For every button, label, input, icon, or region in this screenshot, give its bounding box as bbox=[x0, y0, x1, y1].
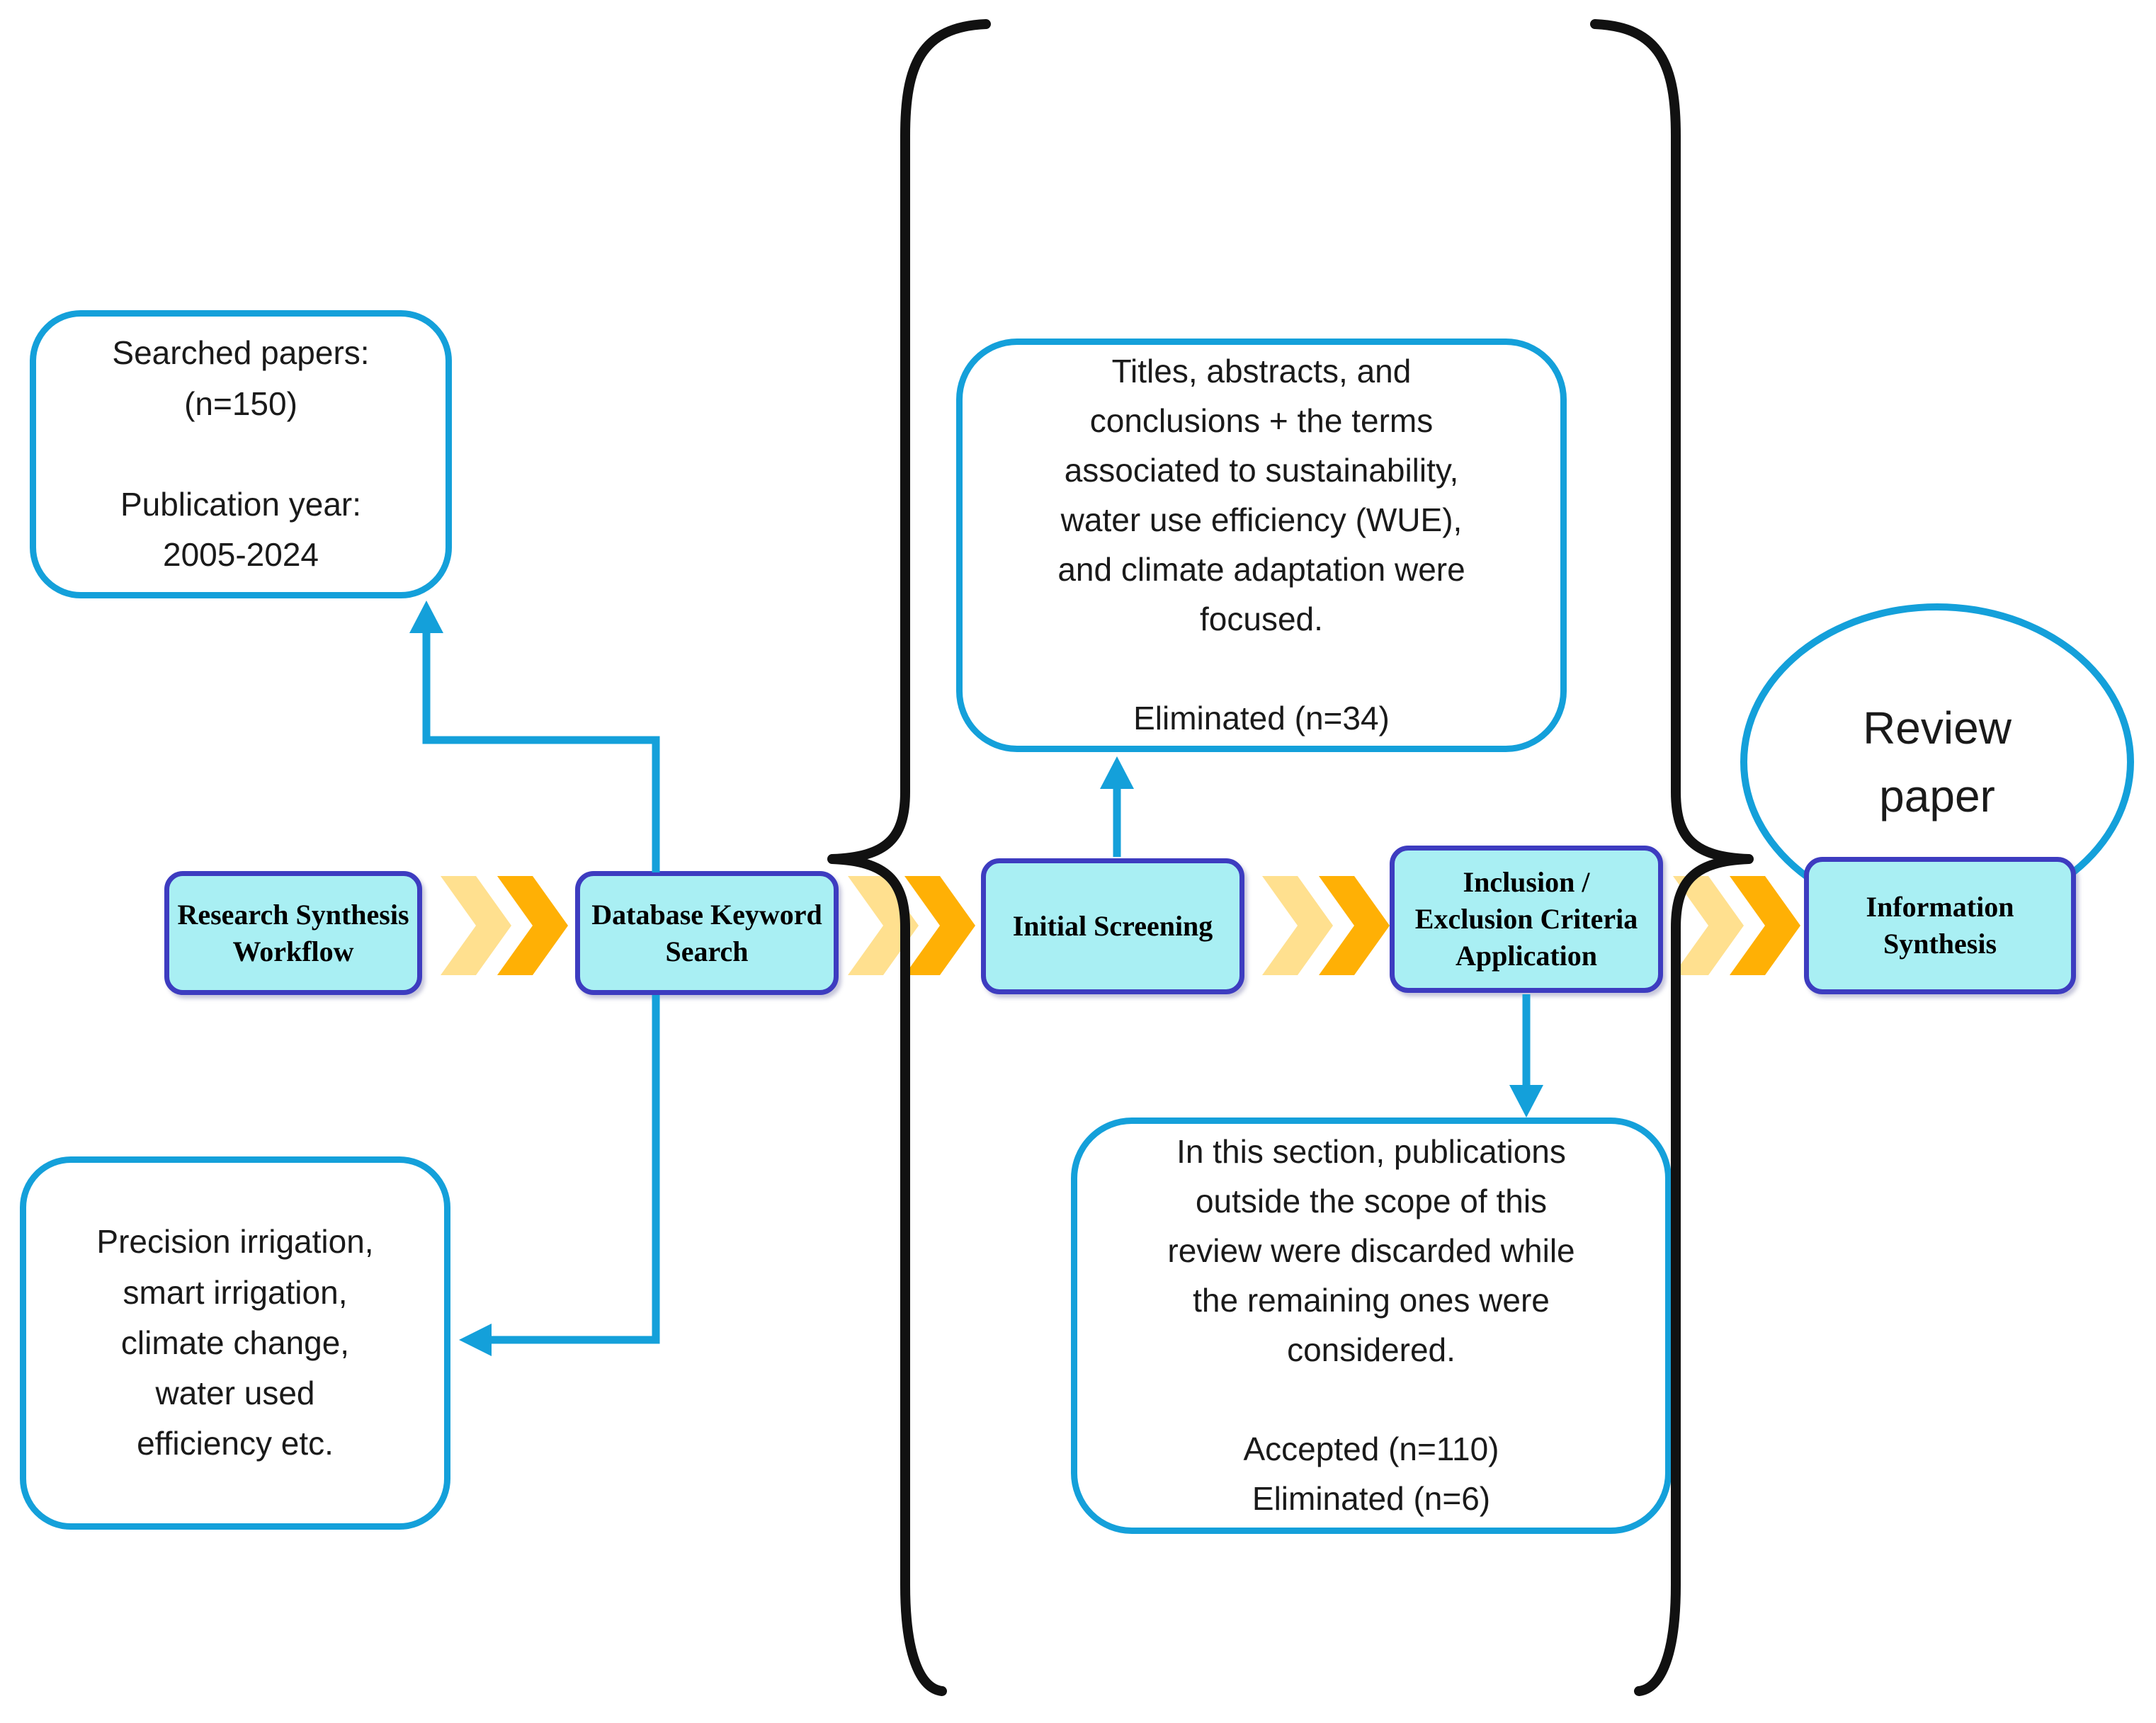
step-label: Database Keyword Search bbox=[591, 898, 822, 967]
arrow-up-icon bbox=[409, 601, 443, 633]
step-label: Research Synthesis Workflow bbox=[177, 898, 409, 967]
step-information-synthesis: Information Synthesis bbox=[1804, 857, 2076, 994]
step-label: Initial Screening bbox=[1012, 910, 1213, 942]
callout-keywords: Precision irrigation, smart irrigation, … bbox=[20, 1156, 450, 1530]
callout-criteria-note: In this section, publications outside th… bbox=[1071, 1118, 1672, 1534]
connector-to-searched-papers bbox=[422, 629, 660, 872]
arrow-up-icon bbox=[1100, 756, 1134, 789]
callout-screening-note: Titles, abstracts, and conclusions + the… bbox=[956, 339, 1567, 752]
chevron-right-icon bbox=[441, 876, 511, 975]
step-database-keyword-search: Database Keyword Search bbox=[575, 871, 839, 995]
callout-keywords-text: Precision irrigation, smart irrigation, … bbox=[96, 1223, 374, 1462]
chevron-right-icon bbox=[1673, 876, 1744, 975]
chevron-right-icon bbox=[848, 876, 919, 975]
callout-criteria-note-text: In this section, publications outside th… bbox=[1167, 1133, 1575, 1517]
step-label: Inclusion / Exclusion Criteria Applicati… bbox=[1414, 866, 1638, 972]
arrow-left-icon bbox=[459, 1324, 492, 1356]
chevron-right-icon bbox=[1262, 876, 1333, 975]
callout-screening-note-text: Titles, abstracts, and conclusions + the… bbox=[1057, 353, 1465, 737]
step-research-synthesis-workflow: Research Synthesis Workflow bbox=[164, 871, 422, 995]
connector-to-keywords bbox=[489, 995, 660, 1344]
callout-searched-papers: Searched papers: (n=150) Publication yea… bbox=[30, 310, 452, 598]
arrow-down-icon bbox=[1509, 1085, 1543, 1118]
review-paper-label: Review paper bbox=[1863, 703, 2012, 821]
callout-searched-papers-text: Searched papers: (n=150) Publication yea… bbox=[112, 334, 370, 574]
curly-brace-left bbox=[827, 19, 991, 1696]
step-initial-screening: Initial Screening bbox=[981, 858, 1244, 994]
step-label: Information Synthesis bbox=[1866, 891, 2014, 960]
step-inclusion-exclusion-criteria-application: Inclusion / Exclusion Criteria Applicati… bbox=[1390, 846, 1663, 993]
